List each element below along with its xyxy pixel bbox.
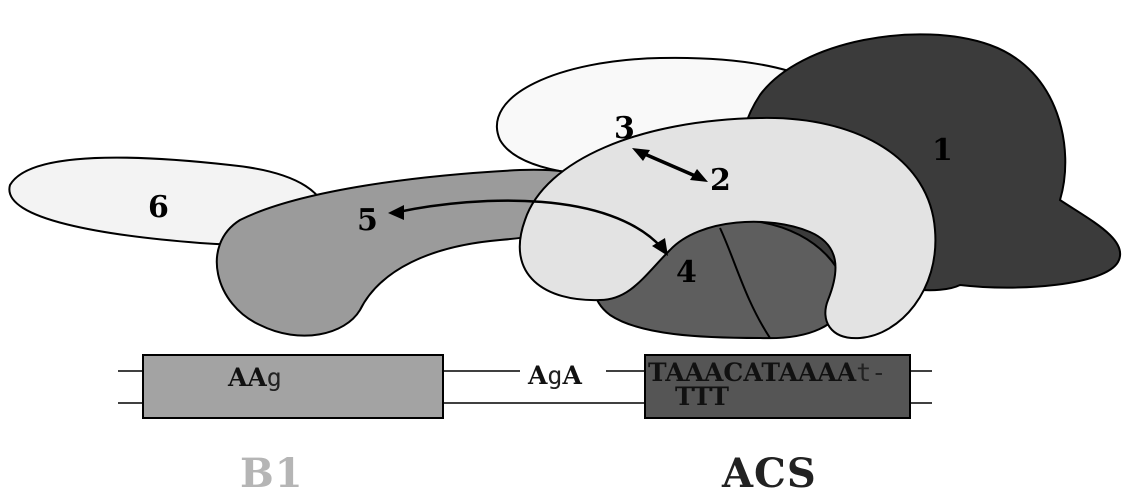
acs-bottom-sequence: TTT xyxy=(675,382,729,411)
b1-label: B1 xyxy=(240,450,304,497)
subunit-2-label: 2 xyxy=(710,163,731,198)
subunit-1-label: 1 xyxy=(932,133,953,168)
spacer-sequence: AgA xyxy=(527,361,582,390)
b1-element-box xyxy=(143,355,443,418)
subunit-4-label: 4 xyxy=(676,255,697,290)
subunit-6-label: 6 xyxy=(148,190,169,225)
subunit-3-label: 3 xyxy=(614,111,635,146)
acs-label: ACS xyxy=(722,450,817,497)
b1-sequence: AAg xyxy=(227,363,282,392)
subunit-5-label: 5 xyxy=(357,203,378,238)
